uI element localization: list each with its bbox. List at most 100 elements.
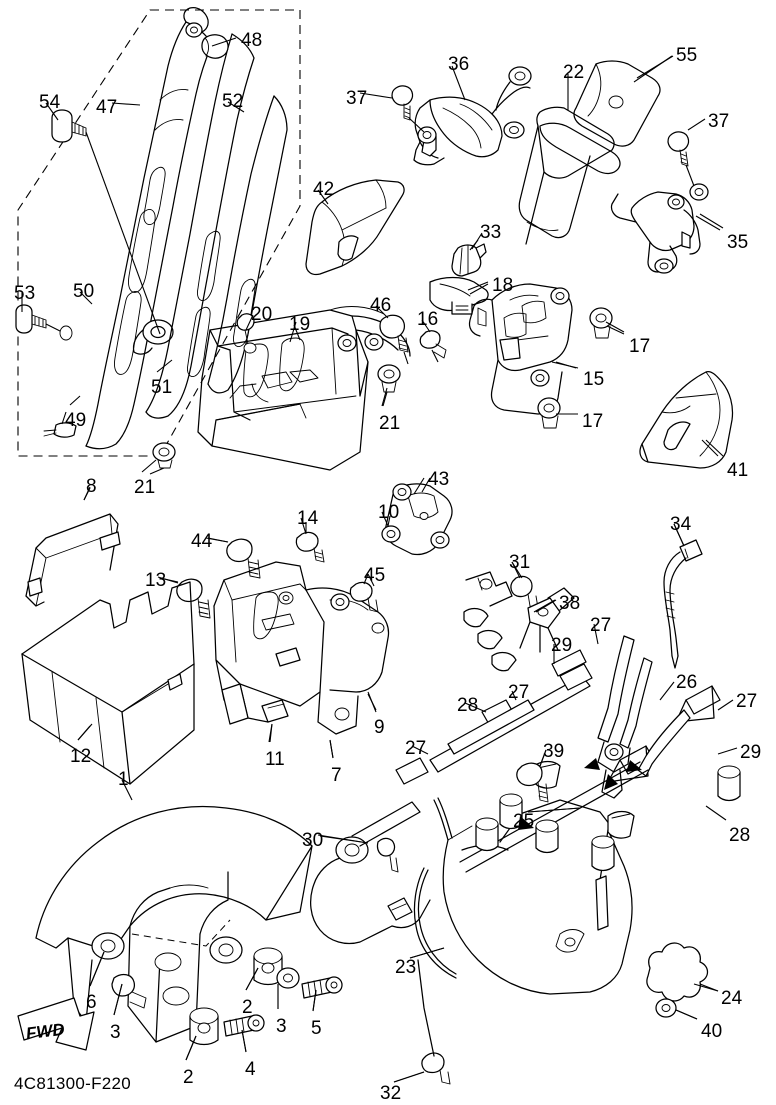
callout-number-35: 35 [727,232,749,253]
callout-number-43: 43 [428,469,450,490]
leader-line-42 [317,189,329,205]
leader-line-27 [717,699,734,711]
leader-line-50 [79,291,93,305]
callout-number-21: 21 [134,477,156,498]
callout-number-19: 19 [289,314,311,335]
callout-number-28: 28 [729,825,751,846]
leader-line-14 [300,517,307,535]
leader-line-1 [121,779,133,801]
callout-number-1: 1 [118,769,129,790]
callout-number-53: 53 [14,283,36,304]
leader-line-34 [673,523,685,547]
leader-line-17 [605,321,625,333]
callout-number-26: 26 [676,672,698,693]
leader-line-7 [329,739,334,759]
leader-line-44 [205,537,229,543]
leader-line-26 [659,681,675,701]
callout-number-25: 25 [513,811,535,832]
callout-number-11: 11 [265,749,285,770]
callout-number-2: 2 [242,997,253,1018]
callout-number-15: 15 [583,369,605,390]
callout-number-28: 28 [457,695,479,716]
leader-line-41 [705,439,724,457]
callout-number-21: 21 [379,413,401,434]
callout-number-3: 3 [110,1022,121,1043]
leader-line-55 [636,55,674,79]
callout-number-31: 31 [509,552,531,573]
leader-line-19 [293,324,301,341]
callout-number-33: 33 [480,222,502,243]
callout-number-48: 48 [241,30,263,51]
callout-number-20: 20 [251,304,273,325]
callout-number-27: 27 [590,615,612,636]
callout-number-47: 47 [96,97,118,118]
callout-number-6: 6 [86,992,97,1013]
callout-number-37: 37 [708,111,730,132]
leader-line-45 [367,573,375,587]
callout-number-24: 24 [721,988,743,1009]
callout-number-40: 40 [701,1021,723,1042]
callout-number-8: 8 [86,476,97,497]
callout-number-27: 27 [405,738,427,759]
callout-number-49: 49 [65,410,87,431]
leader-line-43 [421,477,431,493]
leader-line-37 [687,118,706,131]
leader-line-30 [317,834,369,844]
callout-number-29: 29 [551,635,573,656]
callout-number-17: 17 [582,411,604,432]
callout-number-42: 42 [313,179,335,200]
callout-number-16: 16 [417,309,439,330]
callout-number-22: 22 [563,62,585,83]
leader-line-52 [227,101,245,113]
leader-line-28 [705,805,727,821]
leader-line-8 [83,486,91,501]
leader-line-25 [527,807,581,813]
callout-number-36: 36 [448,54,470,75]
callout-number-12: 12 [70,746,92,767]
callout-number-46: 46 [370,295,392,316]
leader-line-38 [533,599,556,613]
part-number-label: 4C81300-F220 [14,1074,132,1093]
leader-line-39 [539,749,547,767]
leader-line-15 [551,361,579,369]
callout-number-4: 4 [245,1059,256,1080]
leader-line-27 [511,690,517,701]
leader-line-21 [141,459,157,473]
leader-line-2 [245,967,259,991]
leader-line-6 [89,951,105,987]
callout-number-50: 50 [73,281,95,302]
callout-number-45: 45 [364,565,386,586]
callout-number-3: 3 [276,1016,287,1037]
leader-line-48 [211,37,237,47]
callout-number-44: 44 [191,531,213,552]
callout-number-38: 38 [559,593,581,614]
leader-line-35 [699,213,724,229]
leader-line-40 [675,1009,698,1020]
callout-number-32: 32 [380,1083,402,1104]
leader-line-29 [717,747,738,755]
leader-line-24 [693,983,719,992]
callout-number-54: 54 [39,92,61,113]
leader-line-28 [464,702,487,713]
callout-number-27: 27 [508,682,530,703]
leader-line-13 [157,576,179,584]
callout-number-30: 30 [302,830,324,851]
callout-number-9: 9 [374,717,385,738]
callout-number-27: 27 [736,691,758,712]
callout-number-10: 10 [378,502,400,523]
callout-number-41: 41 [727,460,749,481]
callout-number-51: 51 [151,377,173,398]
leader-line-4 [241,1029,247,1053]
callout-number-7: 7 [331,765,342,786]
leader-line-3 [113,983,123,1016]
leader-line-54 [45,102,59,121]
leader-line-51 [156,359,173,373]
leader-line-10 [381,511,389,527]
callout-number-37: 37 [346,88,368,109]
callout-number-34: 34 [670,514,692,535]
leader-line-31 [511,561,523,579]
leader-line-49 [69,395,81,406]
callout-number-13: 13 [145,570,167,591]
